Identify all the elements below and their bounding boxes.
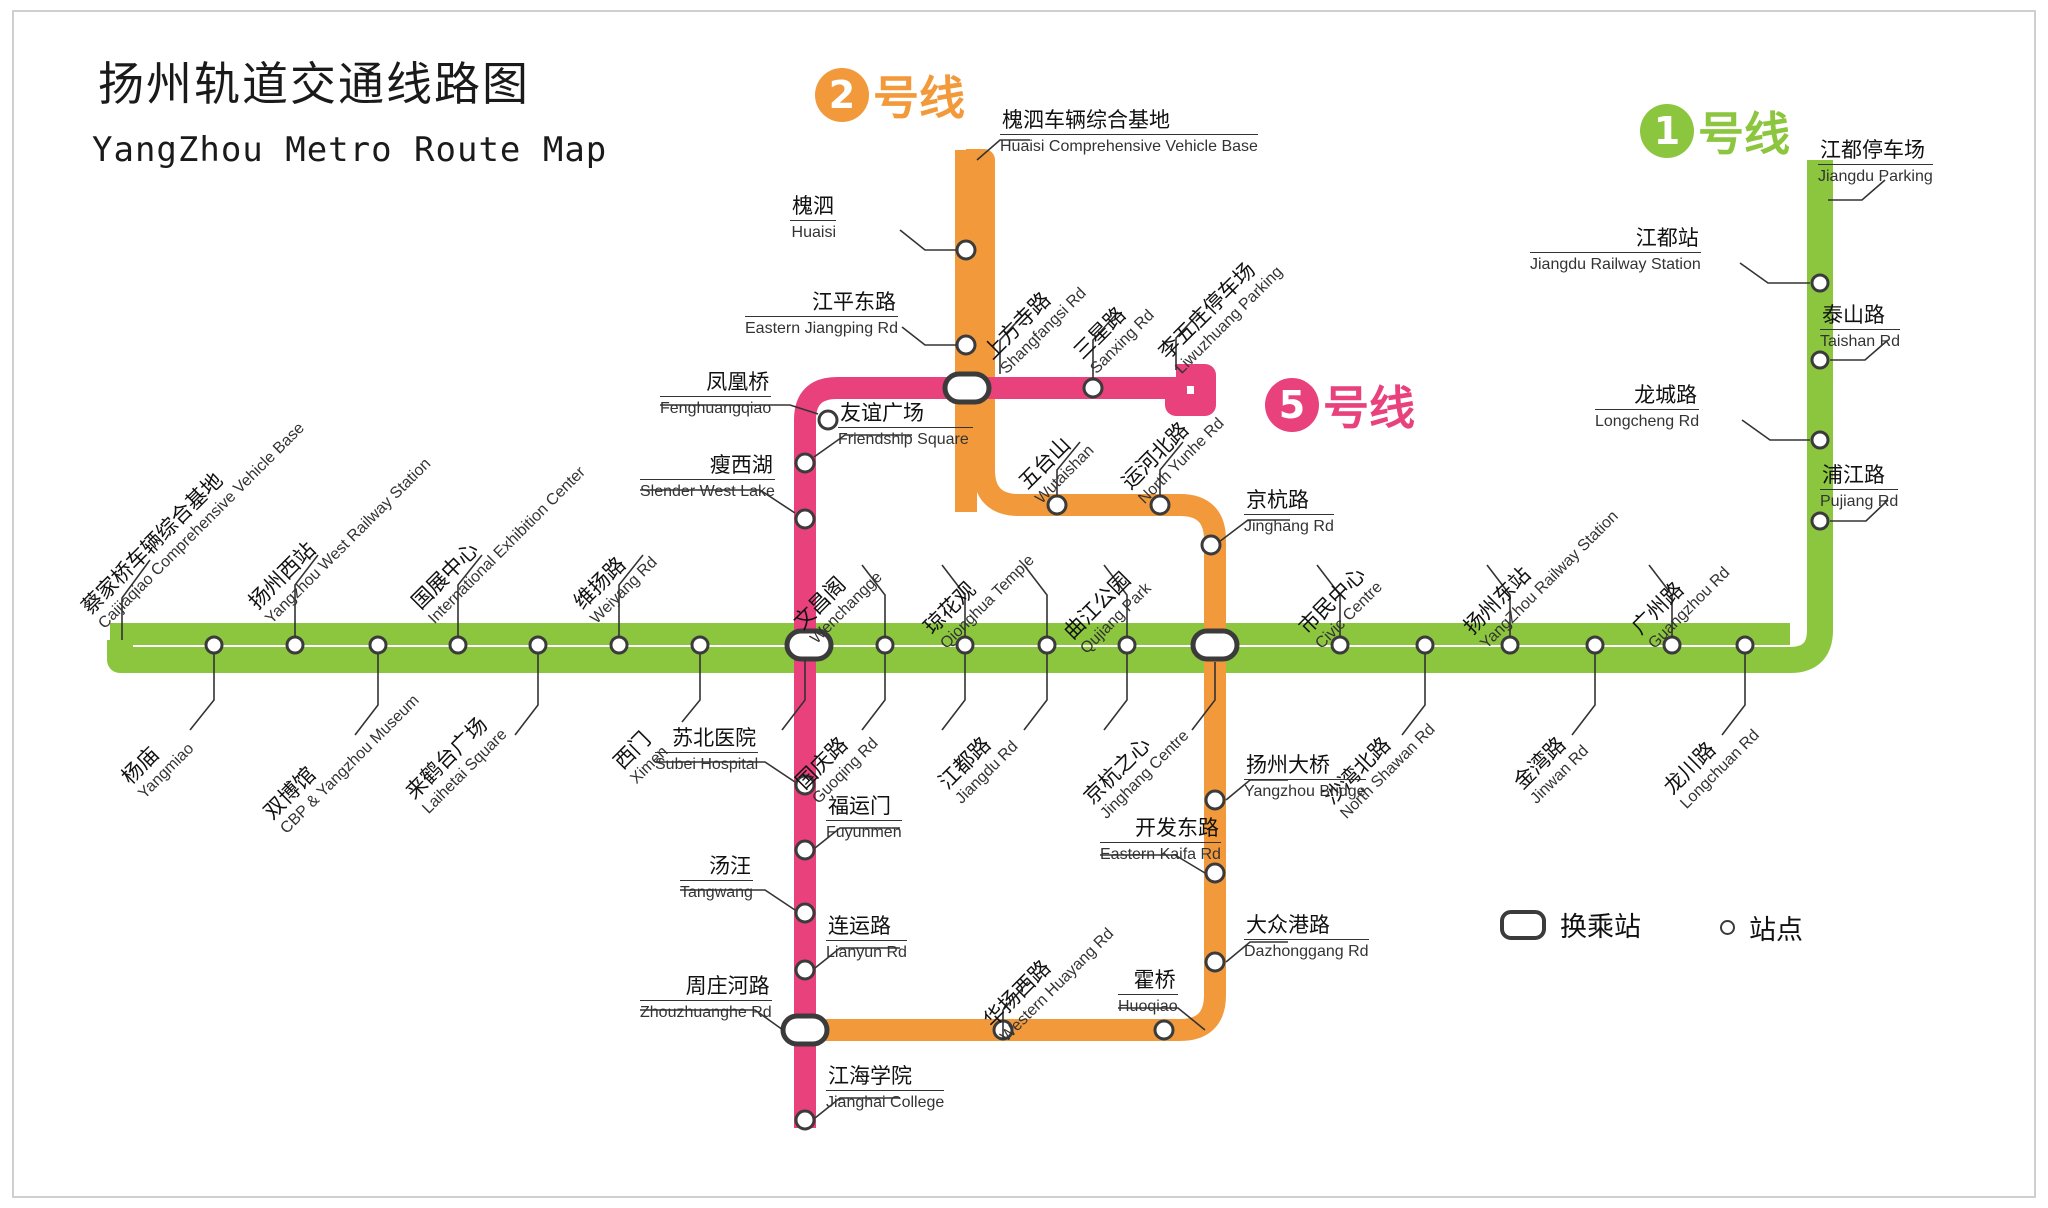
station-label-cn: 江都停车场	[1818, 140, 1933, 165]
station-label-tangwang[interactable]: 汤汪 Tangwang	[680, 856, 753, 901]
line-5-number: 5	[1265, 378, 1319, 432]
line-5-station-dots	[794, 377, 1104, 1131]
line-1-badge[interactable]: 1 号线	[1640, 98, 1790, 164]
station-label-cn: 连运路	[826, 916, 907, 941]
line-1-suffix: 号线	[1698, 107, 1790, 161]
station-label-fenghuangqiao[interactable]: 凤凰桥 Fenghuangqiao	[660, 372, 772, 417]
station-label-cn: 扬州大桥	[1244, 755, 1366, 780]
station-label-cn: 江都站	[1530, 228, 1701, 253]
station-label-friendship-square[interactable]: 友谊广场 Slender West Lake	[838, 403, 973, 448]
station-label-en: Yangzhou Bridge	[1244, 783, 1366, 800]
line-5-suffix: 号线	[1323, 381, 1415, 435]
line-1-number: 1	[1640, 104, 1694, 158]
line-2-suffix: 号线	[873, 71, 965, 125]
line-2-number: 2	[815, 68, 869, 122]
legend-station: 站点	[1720, 908, 1803, 947]
station-label-jiangdu-station[interactable]: 江都站 Jiangdu Railway Station	[1530, 228, 1701, 273]
station-label-en: Fenghuangqiao	[660, 400, 772, 417]
station-label-en: Huaisi Comprehensive Vehicle Base	[1000, 138, 1258, 155]
station-label-cn: 霍桥	[1118, 970, 1178, 995]
station-label-cn: 友谊广场	[838, 403, 973, 428]
station-label-en: Eastern Jiangping Rd	[745, 320, 898, 337]
legend-transfer-label: 换乘站	[1560, 912, 1641, 943]
station-label-cn: 槐泗	[790, 196, 836, 221]
station-label-en: Fuyunmen	[826, 824, 902, 841]
station-label-en: Jianghai College	[826, 1094, 945, 1111]
station-label-cn: 京杭路	[1244, 490, 1334, 515]
station-label-en: Dazhonggang Rd	[1244, 943, 1369, 960]
station-label-huoqiao[interactable]: 霍桥 Huoqiao	[1118, 970, 1178, 1015]
station-label-kaifa-east[interactable]: 开发东路 Eastern Kaifa Rd	[1100, 818, 1221, 863]
station-label-subei-hospital[interactable]: 苏北医院 Subei Hospital	[655, 728, 759, 773]
station-label-pujiang[interactable]: 浦江路 Pujiang Rd	[1820, 465, 1899, 510]
station-label-cn: 福运门	[826, 796, 902, 821]
station-label-cn: 槐泗车辆综合基地	[1000, 110, 1258, 135]
station-label-en: Jiangdu Railway Station	[1530, 256, 1701, 273]
station-label-cn: 汤汪	[680, 856, 753, 881]
station-label-en: Huoqiao	[1118, 998, 1178, 1015]
station-label-cn: 泰山路	[1820, 305, 1901, 330]
station-label-en: Zhouzhuanghe Rd	[640, 1004, 772, 1021]
station-label-friendship-square-text: 友谊广场 Friendship Square	[838, 403, 969, 448]
station-label-cn: 苏北医院	[655, 728, 759, 753]
station-label-slender-west-lake[interactable]: 瘦西湖 Slender West Lake	[640, 455, 775, 500]
station-label-cn: 开发东路	[1100, 818, 1221, 843]
station-label-en: Friendship Square	[838, 431, 969, 448]
station-label-en: Slender West Lake	[640, 483, 775, 500]
station-label-cn: 凤凰桥	[660, 372, 772, 397]
transfer-station-icon	[1500, 909, 1546, 940]
station-label-zhouzhuanghe[interactable]: 周庄河路 Zhouzhuanghe Rd	[640, 976, 772, 1021]
station-label-cn: 江海学院	[826, 1066, 945, 1091]
station-label-jinghang-rd[interactable]: 京杭路 Jinghang Rd	[1244, 490, 1334, 535]
legend-station-label: 站点	[1749, 915, 1803, 946]
station-label-cn: 大众港路	[1244, 915, 1369, 940]
station-label-en: Eastern Kaifa Rd	[1100, 846, 1221, 863]
station-label-lianyun[interactable]: 连运路 Lianyun Rd	[826, 916, 907, 961]
station-label-yangzhou-bridge[interactable]: 扬州大桥 Yangzhou Bridge	[1244, 755, 1366, 800]
station-label-huaisi[interactable]: 槐泗 Huaisi	[790, 196, 836, 241]
station-label-cn: 江平东路	[745, 292, 898, 317]
station-label-en: Tangwang	[680, 884, 753, 901]
station-label-en: Huaisi	[791, 224, 836, 241]
station-label-en: Lianyun Rd	[826, 944, 907, 961]
station-dot-icon	[1720, 920, 1735, 935]
station-label-huaisi-base[interactable]: 槐泗车辆综合基地 Huaisi Comprehensive Vehicle Ba…	[1000, 110, 1258, 155]
station-label-en: Jinghang Rd	[1244, 518, 1334, 535]
line-5-badge[interactable]: 5 号线	[1265, 372, 1415, 438]
page-title-cn: 扬州轨道交通线路图	[98, 57, 530, 111]
station-label-longcheng[interactable]: 龙城路 Longcheng Rd	[1595, 385, 1700, 430]
station-label-en: Subei Hospital	[655, 756, 759, 773]
legend-transfer-station: 换乘站	[1500, 905, 1641, 944]
station-label-cn: 龙城路	[1595, 385, 1700, 410]
station-label-en: Jiangdu Parking	[1818, 168, 1933, 185]
station-label-cn: 周庄河路	[640, 976, 772, 1001]
station-label-en: Taishan Rd	[1820, 333, 1901, 350]
station-label-cn: 瘦西湖	[640, 455, 775, 480]
station-label-fuyunmen[interactable]: 福运门 Fuyunmen	[826, 796, 902, 841]
station-label-jiangdu-parking[interactable]: 江都停车场 Jiangdu Parking	[1818, 140, 1933, 185]
station-label-jianghai-college[interactable]: 江海学院 Jianghai College	[826, 1066, 945, 1111]
station-label-en: Longcheng Rd	[1595, 413, 1700, 430]
label-leader-lines	[121, 139, 1889, 1119]
page-title-en: YangZhou Metro Route Map	[92, 130, 608, 170]
line-2-track	[805, 149, 1226, 1041]
line-2-badge[interactable]: 2 号线	[815, 62, 965, 128]
station-label-en: Pujiang Rd	[1820, 493, 1899, 510]
station-label-taishan[interactable]: 泰山路 Taishan Rd	[1820, 305, 1901, 350]
station-label-jiangping-east[interactable]: 江平东路 Eastern Jiangping Rd	[745, 292, 898, 337]
station-label-dazhonggang[interactable]: 大众港路 Dazhonggang Rd	[1244, 915, 1369, 960]
line-2-station-dots	[955, 239, 1226, 1041]
station-label-cn: 浦江路	[1820, 465, 1899, 490]
map-frame-border	[12, 10, 2036, 1198]
